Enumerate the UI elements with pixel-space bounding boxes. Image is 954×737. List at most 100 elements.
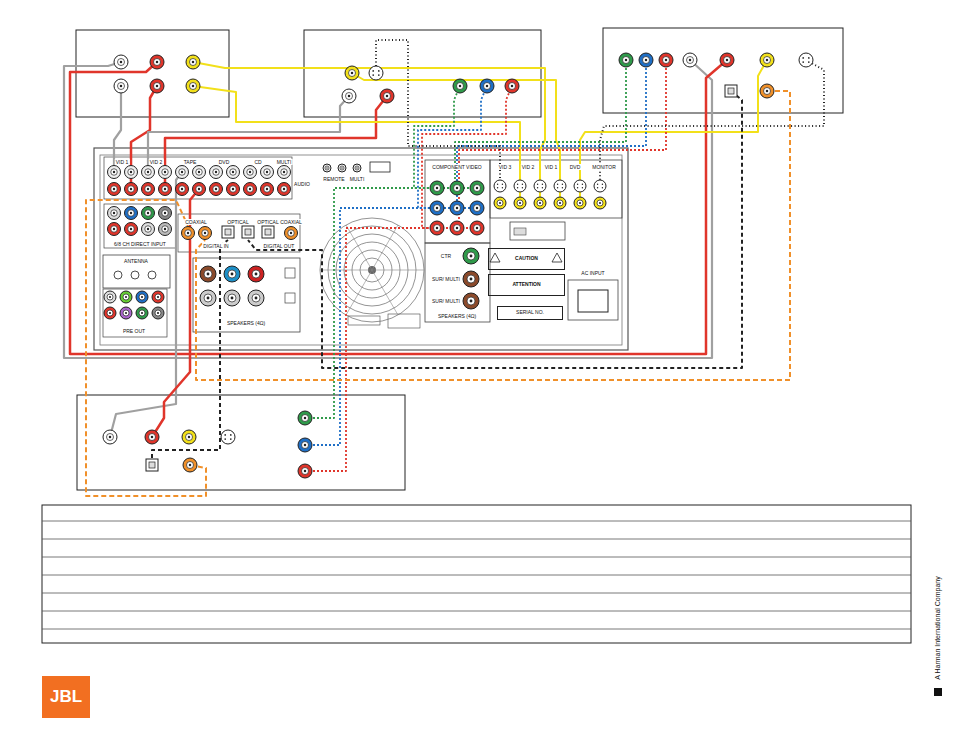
rca-jack-center	[179, 169, 186, 176]
cable	[70, 60, 727, 354]
rca-jack	[285, 227, 298, 240]
rca-jack-pin	[766, 59, 769, 62]
panel-label: AUDIO	[293, 181, 311, 187]
rca-jack	[159, 207, 172, 220]
cable	[457, 60, 646, 208]
rca-jack-pin	[579, 202, 581, 204]
rca-jack-center	[764, 57, 771, 64]
rca-jack	[103, 430, 117, 444]
rca-jack-center	[213, 169, 220, 176]
rca-jack	[380, 89, 394, 103]
rca-jack-center	[111, 169, 118, 176]
rca-jack	[463, 248, 479, 264]
rca-jack-center	[154, 59, 161, 66]
antenna-terminal	[148, 271, 156, 279]
rca-jack-center	[162, 186, 169, 193]
rca-jack	[494, 197, 506, 209]
table-rule	[42, 575, 911, 576]
rca-jack-pin	[266, 171, 268, 173]
rca-jack-center	[190, 59, 197, 66]
panel-label: DIGITAL OUT	[263, 243, 296, 249]
panel-label: PRE OUT	[122, 328, 146, 334]
rca-jack	[659, 53, 673, 67]
s-video-pin	[542, 187, 543, 188]
panel-label: CTR	[440, 253, 452, 259]
rca-jack-pin	[207, 297, 210, 300]
rca-jack	[574, 197, 586, 209]
rca-jack-center	[111, 226, 118, 233]
cable	[352, 73, 560, 203]
cable	[152, 240, 228, 465]
s-video-pin	[502, 187, 503, 188]
fan-grille	[320, 218, 424, 322]
notes-table	[42, 505, 911, 643]
warning-box: ATTENTION	[488, 274, 565, 296]
rca-jack-pin	[304, 417, 307, 420]
panel-label: AC INPUT	[580, 270, 605, 276]
rca-jack-pin	[109, 436, 112, 439]
panel-label: DVD	[218, 159, 231, 165]
rca-jack	[278, 183, 291, 196]
s-video-pin	[557, 187, 558, 188]
rca-jack	[760, 84, 774, 98]
rca-jack-center	[454, 225, 461, 232]
rca-jack-pin	[456, 187, 459, 190]
rca-jack-pin	[476, 227, 479, 230]
rca-jack-pin	[113, 228, 115, 230]
rca-jack-center	[111, 186, 118, 193]
rca-jack-pin	[109, 296, 111, 298]
s-video-pin	[224, 438, 226, 440]
rca-jack-center	[454, 185, 461, 192]
rca-jack-pin	[188, 436, 191, 439]
rca-jack	[480, 79, 494, 93]
rca-jack-pin	[125, 312, 127, 314]
rca-jack-pin	[187, 232, 189, 234]
rca-jack-pin	[164, 188, 166, 190]
rca-jack-pin	[164, 228, 166, 230]
rca-jack	[463, 293, 479, 309]
rca-jack-pin	[147, 212, 149, 214]
s-video-pin	[537, 187, 538, 188]
rca-jack-pin	[304, 444, 307, 447]
rca-jack	[150, 55, 164, 69]
rca-jack	[298, 464, 312, 478]
rca-jack-pin	[130, 212, 132, 214]
rca-jack-pin	[164, 212, 166, 214]
s-video-pin	[372, 70, 374, 72]
rca-jack-center	[597, 200, 603, 206]
rca-jack-pin	[207, 273, 210, 276]
rca-jack	[453, 79, 467, 93]
rca-jack-pin	[348, 95, 351, 98]
rca-jack-center	[196, 186, 203, 193]
jack-block	[103, 289, 167, 337]
rca-jack	[261, 166, 274, 179]
rca-jack-center	[145, 169, 152, 176]
rca-jack-pin	[231, 297, 234, 300]
rca-jack-pin	[519, 202, 521, 204]
node-text: SERIAL NO.	[516, 310, 544, 316]
rca-jack	[342, 89, 356, 103]
rca-jack-pin	[283, 171, 285, 173]
rca-jack-pin	[386, 95, 389, 98]
rca-jack-pin	[113, 212, 115, 214]
s-video-pin	[808, 61, 810, 63]
s-video-pin	[542, 183, 543, 184]
rca-jack-center	[467, 275, 475, 283]
s-video-jack	[799, 53, 813, 67]
serial-port	[370, 162, 390, 172]
cable	[422, 86, 512, 228]
rca-jack-center	[139, 294, 145, 300]
rca-jack-center	[128, 226, 135, 233]
s-video-pin	[582, 187, 583, 188]
device-box	[603, 28, 843, 113]
panel-label: COMPONENT VIDEO	[431, 164, 482, 170]
rca-jack-pin	[125, 296, 127, 298]
rca-jack-center	[228, 294, 236, 302]
rca-jack	[125, 183, 138, 196]
rca-jack-center	[454, 205, 461, 212]
rca-jack	[224, 266, 240, 282]
rca-jack-center	[162, 226, 169, 233]
rca-jack	[450, 221, 464, 235]
rca-jack-pin	[599, 202, 601, 204]
rca-jack	[619, 53, 633, 67]
